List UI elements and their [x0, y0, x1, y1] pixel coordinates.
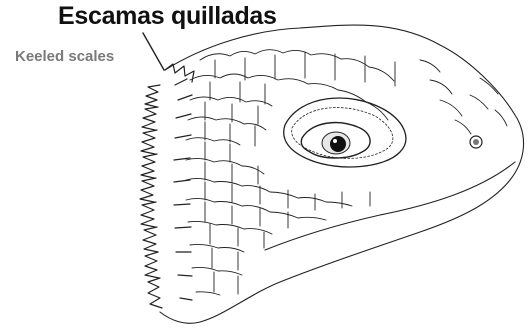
label-pointer-line	[143, 33, 164, 70]
keeled-scales	[140, 64, 194, 308]
head-scale-pattern	[186, 50, 507, 295]
nostril	[470, 136, 482, 148]
jaw-line	[265, 162, 515, 250]
subtitle-english: Keeled scales	[15, 48, 114, 65]
eye-socket	[284, 98, 406, 167]
head-outline	[160, 25, 524, 323]
title-spanish: Escamas quilladas	[58, 2, 277, 31]
eye-pupil	[330, 136, 346, 152]
eye-region	[284, 98, 406, 167]
